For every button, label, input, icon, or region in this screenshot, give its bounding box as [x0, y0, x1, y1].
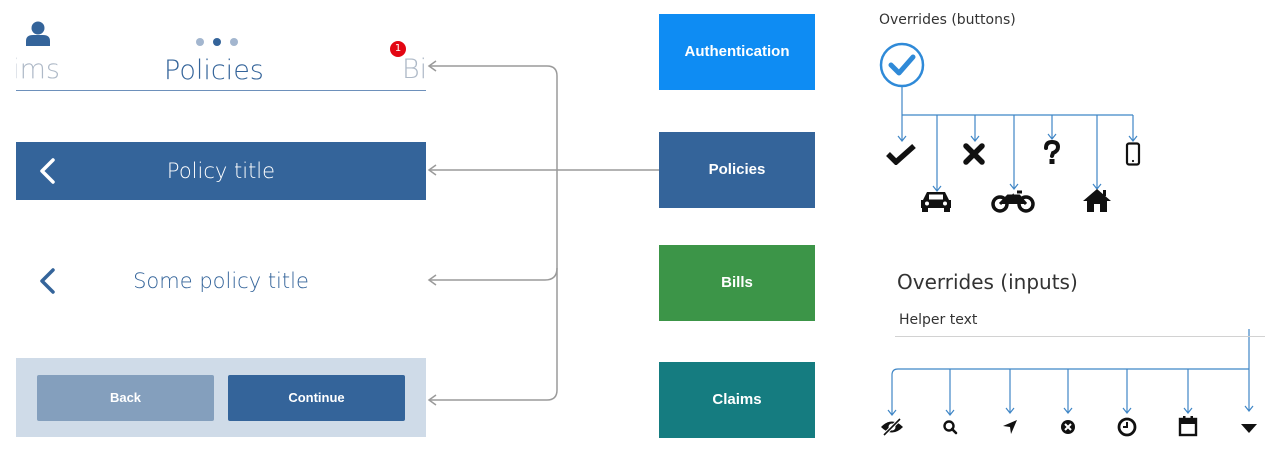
home-icon — [1083, 189, 1111, 212]
input-underline — [895, 336, 1265, 337]
tab-bills-label: Bills — [402, 54, 426, 85]
clock-icon[interactable] — [1117, 417, 1137, 437]
swatch-authentication: Authentication — [659, 14, 815, 90]
user-avatar-icon[interactable] — [25, 20, 51, 46]
pager-dots — [196, 38, 250, 48]
policy-title: Policy title — [166, 159, 276, 183]
tab-underline — [16, 90, 426, 91]
tab-claims-label: Claims — [16, 54, 60, 85]
tab-claims[interactable]: Claims — [16, 40, 60, 100]
eye-slash-icon[interactable] — [879, 417, 905, 437]
button-override-connectors — [897, 80, 1138, 192]
overrides-inputs-heading: Overrides (inputs) — [897, 270, 1078, 294]
swatch-policies: Policies — [659, 132, 815, 208]
policy-title-bar: Policy title — [16, 142, 426, 200]
tab-bills[interactable]: Bills — [402, 40, 426, 100]
some-policy-title: Some policy title — [133, 269, 309, 293]
notification-badge: 1 — [390, 41, 406, 57]
input-override-connectors — [887, 329, 1254, 416]
tab-policies[interactable]: Policies — [164, 55, 264, 86]
location-arrow-icon[interactable] — [1002, 419, 1018, 435]
button-panel: Back Continue — [16, 358, 426, 437]
question-icon — [1044, 140, 1061, 164]
overrides-buttons-heading: Overrides (buttons) — [879, 12, 1016, 28]
clear-circle-icon[interactable] — [1060, 419, 1076, 435]
grey-connectors — [427, 60, 659, 406]
mobile-phone-icon — [1125, 142, 1141, 166]
continue-button[interactable]: Continue — [228, 375, 405, 421]
check-circle-icon[interactable] — [879, 42, 925, 88]
calendar-icon[interactable] — [1178, 415, 1198, 437]
back-chevron-icon[interactable] — [34, 266, 64, 296]
back-button[interactable]: Back — [37, 375, 214, 421]
swatch-claims: Claims — [659, 362, 815, 438]
checkmark-icon — [886, 143, 916, 165]
car-icon — [921, 192, 951, 212]
pager-dot[interactable] — [230, 38, 238, 46]
pager-dot[interactable] — [196, 38, 204, 46]
back-chevron-icon[interactable] — [34, 156, 64, 186]
motorcycle-icon — [991, 190, 1035, 213]
caret-down-icon[interactable] — [1240, 422, 1258, 434]
search-icon[interactable] — [942, 419, 958, 435]
swatch-bills: Bills — [659, 245, 815, 321]
close-icon — [963, 143, 985, 165]
helper-text: Helper text — [899, 312, 978, 328]
pager-dot-active[interactable] — [213, 38, 221, 46]
